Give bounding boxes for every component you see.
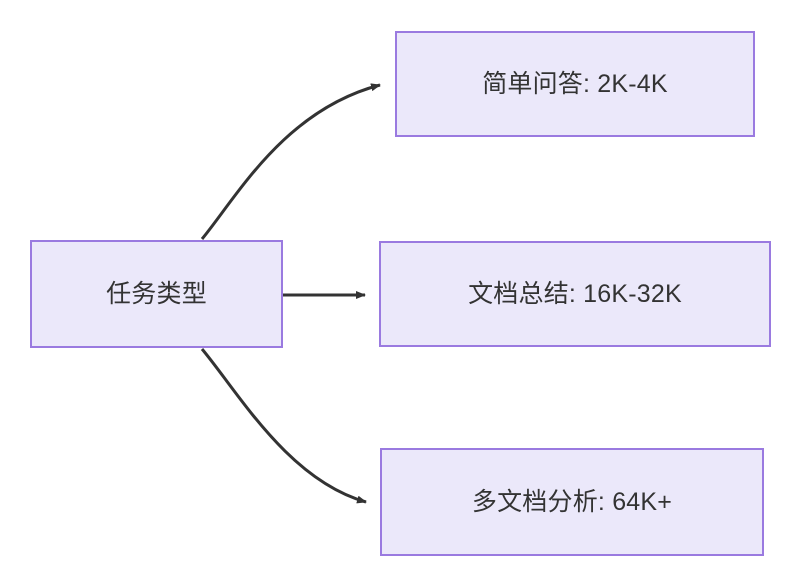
- edge-task-to-simple-qa: [200, 83, 381, 240]
- node-task-type[interactable]: 任务类型: [30, 240, 283, 348]
- node-simple-qa[interactable]: 简单问答: 2K-4K: [395, 31, 755, 137]
- node-simple-qa-label: 简单问答: 2K-4K: [482, 70, 668, 98]
- node-multi-doc[interactable]: 多文档分析: 64K+: [380, 448, 764, 556]
- node-doc-summary-label: 文档总结: 16K-32K: [468, 280, 682, 308]
- node-doc-summary[interactable]: 文档总结: 16K-32K: [379, 241, 771, 347]
- node-task-type-label: 任务类型: [106, 280, 207, 308]
- node-multi-doc-label: 多文档分析: 64K+: [471, 488, 673, 516]
- edge-task-to-multi-doc: [200, 348, 367, 504]
